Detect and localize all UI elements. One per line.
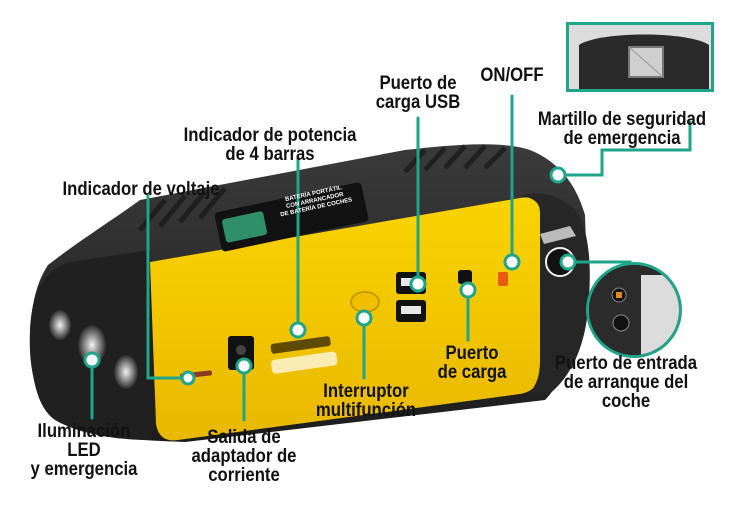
label-charge-port: Puerto de carga: [437, 343, 507, 383]
power-bars: [270, 336, 338, 374]
label-power-indicator: Indicador de potencia de 4 barras: [183, 125, 357, 165]
callout-dots: [83, 166, 577, 386]
label-voltage-indicator: Indicador de voltaje: [62, 179, 220, 200]
label-multifunction-switch: Interruptor multifunción: [315, 381, 417, 421]
label-car-start-port: Puerto de entrada de arranque del coche: [554, 353, 698, 412]
label-power-output: Salida de adaptador de corriente: [191, 427, 297, 486]
car-start-closeup: [589, 265, 679, 355]
label-on-off: ON/OFF: [480, 65, 544, 86]
hammer-closeup: [569, 25, 711, 89]
car-start-inset: [586, 262, 682, 358]
label-usb-port: Puerto de carga USB: [375, 73, 461, 113]
led-lights: [49, 310, 138, 389]
hammer-inset: [566, 22, 714, 92]
rear-end-cap: [520, 193, 590, 395]
on-off-switch: [498, 272, 508, 286]
multifunction-button: [350, 291, 380, 313]
charge-port: [458, 270, 472, 284]
callout-lines: [90, 94, 692, 422]
label-led-light: Iluminación LED y emergencia: [30, 421, 138, 480]
yellow-panel: [150, 197, 540, 441]
device-label-plate: [214, 182, 369, 252]
label-hammer: Martillo de seguridad de emergencia: [537, 109, 707, 149]
